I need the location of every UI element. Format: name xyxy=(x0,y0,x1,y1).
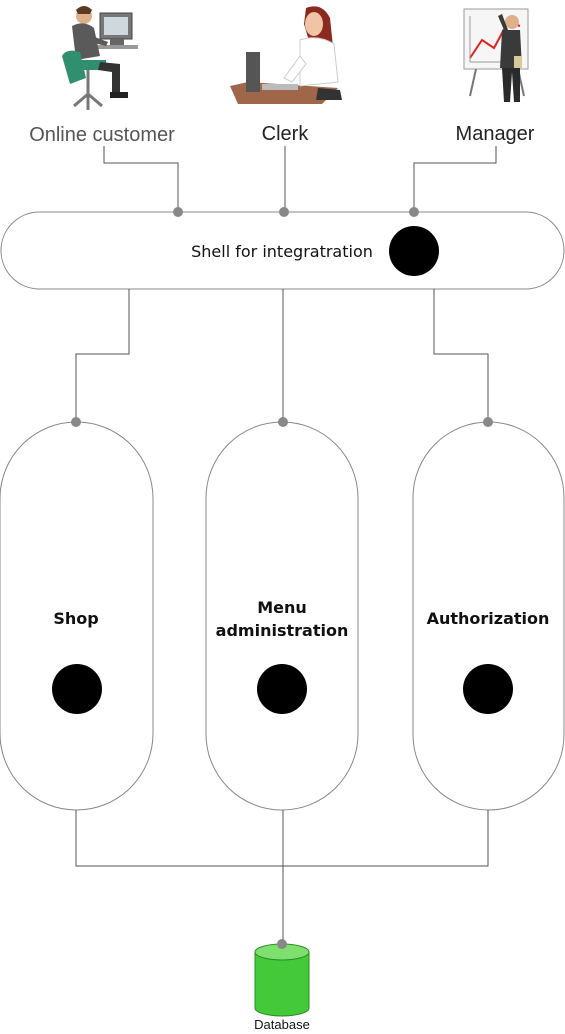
connector-components-bus xyxy=(75,810,489,867)
component-connection-point xyxy=(278,417,288,427)
shell-connection-point xyxy=(173,207,183,217)
component-shop-port-icon xyxy=(52,664,102,714)
database-icon xyxy=(254,943,310,1017)
shell-connection-point xyxy=(279,207,289,217)
database-label: Database xyxy=(254,1017,310,1032)
component-authorization-port-icon xyxy=(463,664,513,714)
connector-shell-authorization xyxy=(433,289,489,421)
connector-manager-shell xyxy=(413,146,497,212)
component-menu-administration-port-icon xyxy=(257,664,307,714)
manager-icon xyxy=(463,8,529,102)
component-authorization-label: Authorization xyxy=(427,609,550,628)
component-shop-label: Shop xyxy=(53,609,98,628)
actor-label-manager: Manager xyxy=(456,123,535,145)
database-connection-point xyxy=(277,939,287,949)
clerk-icon xyxy=(230,6,342,104)
online-customer-icon xyxy=(62,6,138,110)
component-menu-administration-label-line2: administration xyxy=(216,621,349,640)
connector-shell-shop xyxy=(75,289,130,421)
component-menu-administration-label-line1: Menu xyxy=(257,598,307,617)
actor-label-clerk: Clerk xyxy=(262,123,310,145)
component-menu-administration: Menu administration xyxy=(205,417,359,811)
shell-connection-point xyxy=(409,207,419,217)
component-shop: Shop xyxy=(0,417,154,811)
shell-label: Shell for integratration xyxy=(191,242,373,261)
shell-port-icon xyxy=(389,226,439,276)
connector-online-customer-shell xyxy=(103,146,179,212)
component-connection-point xyxy=(483,417,493,427)
actor-label-online-customer: Online customer xyxy=(29,124,175,146)
component-connection-point xyxy=(71,417,81,427)
component-authorization: Authorization xyxy=(412,417,565,811)
